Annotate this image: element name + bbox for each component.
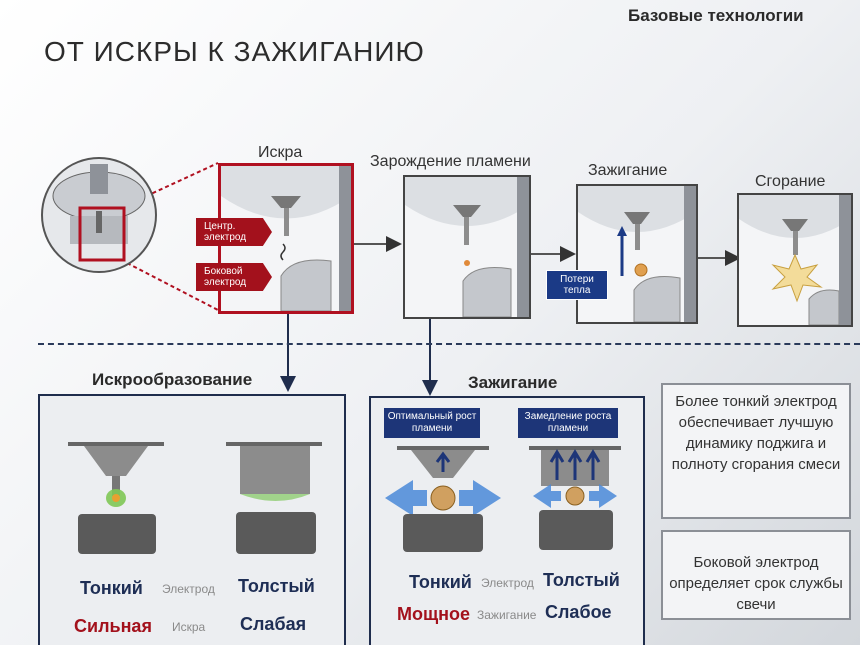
label-weak: Слабая xyxy=(240,614,307,634)
panel-ignition: Оптимальный рост пламени Замедление рост… xyxy=(369,396,645,645)
page-title: ОТ ИСКРЫ К ЗАЖИГАНИЮ xyxy=(44,36,425,67)
label-growth-slowdown: Замедление роста пламени xyxy=(518,408,618,438)
electrode-comparison-sparking xyxy=(68,442,322,554)
stage-label-combustion: Сгорание xyxy=(755,173,826,190)
label-thick-ignition: Толстый xyxy=(543,570,620,590)
tag-side-electrode: Боковой электрод xyxy=(196,263,272,291)
stage-label-flame-start: Зарождение пламени xyxy=(370,153,531,170)
label-spark: Искра xyxy=(172,620,206,634)
tag-heat-loss: Потери тепла xyxy=(546,270,608,300)
label-thick: Толстый xyxy=(238,576,315,596)
label-powerful: Мощное xyxy=(397,604,471,624)
electrode-comparison-ignition xyxy=(385,446,621,552)
stage-tile-flame-start xyxy=(403,175,531,319)
note-side-electrode: Боковой электрод определяет срок службы … xyxy=(661,530,851,620)
label-weak-ignition: Слабое xyxy=(545,602,612,622)
stage-label-ignition: Зажигание xyxy=(588,162,668,179)
stage-tile-spark xyxy=(218,163,354,314)
tag-center-electrode: Центр. электрод xyxy=(196,218,272,246)
label-ignition-small: Зажигание xyxy=(477,608,537,622)
label-optimal-growth: Оптимальный рост пламени xyxy=(384,408,480,438)
section-title-ignition: Зажигание xyxy=(468,373,558,392)
label-thin: Тонкий xyxy=(80,578,143,598)
stage-tile-combustion xyxy=(737,193,853,327)
spark-plug-zoom-icon xyxy=(40,156,158,274)
zoom-line-bottom xyxy=(126,262,219,311)
section-header: Базовые технологии xyxy=(628,6,804,25)
stage-tile-ignition xyxy=(576,184,698,324)
section-divider xyxy=(38,343,860,345)
label-strong: Сильная xyxy=(74,616,152,636)
stage-label-spark: Искра xyxy=(258,144,303,161)
label-thin-ignition: Тонкий xyxy=(409,572,472,592)
section-title-sparking: Искрообразование xyxy=(92,370,253,389)
note-thin-electrode: Более тонкий электрод обеспечивает лучшу… xyxy=(661,383,851,519)
label-electrode: Электрод xyxy=(162,582,215,596)
label-electrode-ignition: Электрод xyxy=(481,576,534,590)
panel-sparking: Тонкий Электрод Толстый Сильная Искра Сл… xyxy=(38,394,346,645)
